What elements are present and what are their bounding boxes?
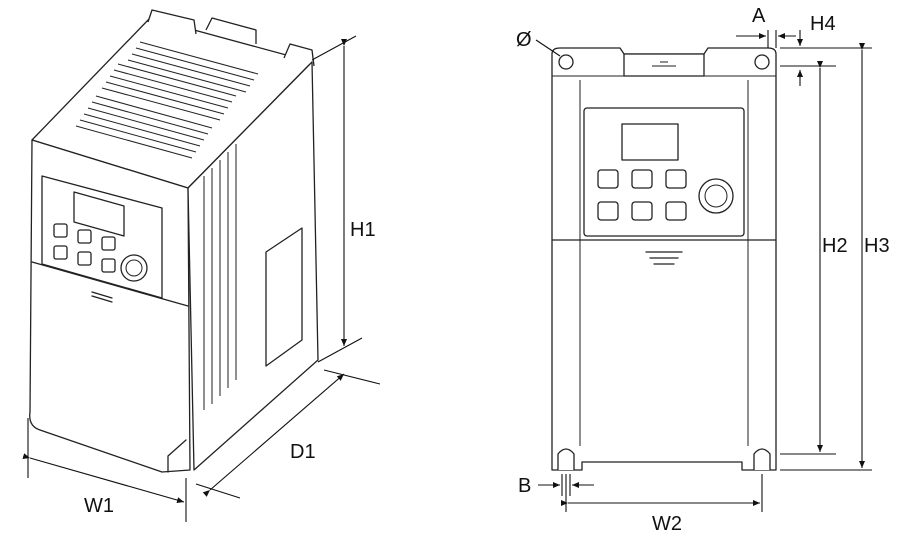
front-view: Ø A H4 H2 H3 B W2 (516, 5, 890, 535)
w1-label: W1 (84, 495, 114, 517)
b-label: B (518, 475, 531, 497)
d1-label: D1 (290, 441, 316, 463)
d1-dimension-line (202, 373, 345, 497)
top-tab-center (205, 17, 257, 44)
front-cover-latch (645, 251, 683, 265)
mount-slot-bottom-left (557, 448, 575, 470)
top-tab-right (283, 43, 315, 67)
front-display-window (621, 123, 679, 161)
side-rails (579, 80, 749, 446)
h2-label: H2 (822, 235, 848, 257)
a-label: A (752, 5, 766, 27)
cover-latch (91, 291, 113, 303)
w1-dimension-line (22, 453, 185, 503)
keypad-buttons (53, 223, 116, 273)
h1-ext-top (311, 35, 357, 61)
top-center-tab (623, 53, 705, 77)
mount-hole-top-right (754, 54, 770, 70)
top-vents (75, 41, 259, 159)
mount-hole-top-left (558, 54, 574, 70)
phi-leader (535, 39, 561, 57)
front-keypad-buttons (597, 169, 687, 221)
side-label (265, 227, 303, 367)
phi-label: Ø (516, 29, 532, 51)
dial-knob (120, 254, 148, 282)
w2-ext-lines (565, 474, 763, 512)
cover-split (31, 261, 189, 307)
b-ext-lines (561, 474, 571, 496)
h4-label: H4 (810, 13, 836, 35)
w2-label: W2 (652, 513, 682, 535)
d1-ext-back (323, 369, 381, 385)
h3-label: H3 (864, 235, 890, 257)
a-ext-lines (767, 30, 777, 48)
side-vents (203, 144, 237, 410)
d1-ext-front (195, 483, 241, 499)
front-dial-knob (698, 178, 734, 214)
h1-ext-bottom (317, 337, 363, 363)
top-tab-left (147, 9, 197, 35)
display-window (73, 191, 125, 237)
tab-notch (652, 61, 676, 67)
isometric-view: W1 D1 H1 (22, 9, 381, 522)
h1-label: H1 (350, 219, 376, 241)
mount-slot-bottom-right (753, 448, 771, 470)
